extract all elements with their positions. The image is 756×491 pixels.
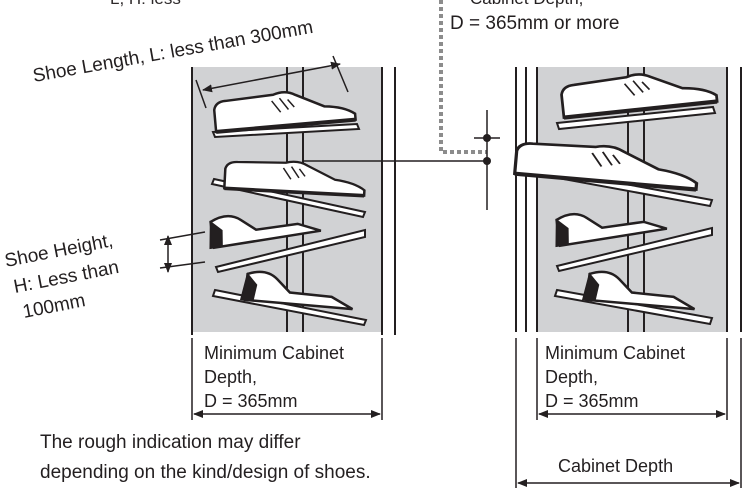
left-shelf-3 xyxy=(214,228,366,274)
reference-dot-lower xyxy=(483,157,491,165)
right-shelf-3 xyxy=(555,226,713,273)
right-shelf-1 xyxy=(555,105,717,131)
left-shelf-1 xyxy=(211,122,361,139)
right-min-depth-line2: Depth, xyxy=(545,367,598,387)
note-line2: depending on the kind/design of shoes. xyxy=(40,462,371,483)
left-min-depth-line3: D = 365mm xyxy=(204,391,298,411)
top-right-fragment: Cabinet Depth, xyxy=(470,0,583,8)
top-left-fragment: L, H: less xyxy=(110,0,181,8)
depth-or-more-label: D = 365mm or more xyxy=(450,13,619,34)
right-cabinet xyxy=(515,66,742,332)
left-min-depth-line1: Minimum Cabinet xyxy=(204,343,344,363)
right-min-depth-line1: Minimum Cabinet xyxy=(545,343,685,363)
right-min-depth-line3: D = 365mm xyxy=(545,391,639,411)
left-min-depth-line2: Depth, xyxy=(204,367,257,387)
cabinet-depth-label: Cabinet Depth xyxy=(558,456,673,476)
note-line1: The rough indication may differ xyxy=(40,432,301,453)
shoe-length-dimension-arrow xyxy=(202,61,341,93)
left-cabinet xyxy=(191,67,396,335)
shoe-height-label-line3: 100mm xyxy=(21,290,87,323)
reference-dot-upper xyxy=(483,134,491,142)
dotted-leader-line xyxy=(439,0,487,154)
